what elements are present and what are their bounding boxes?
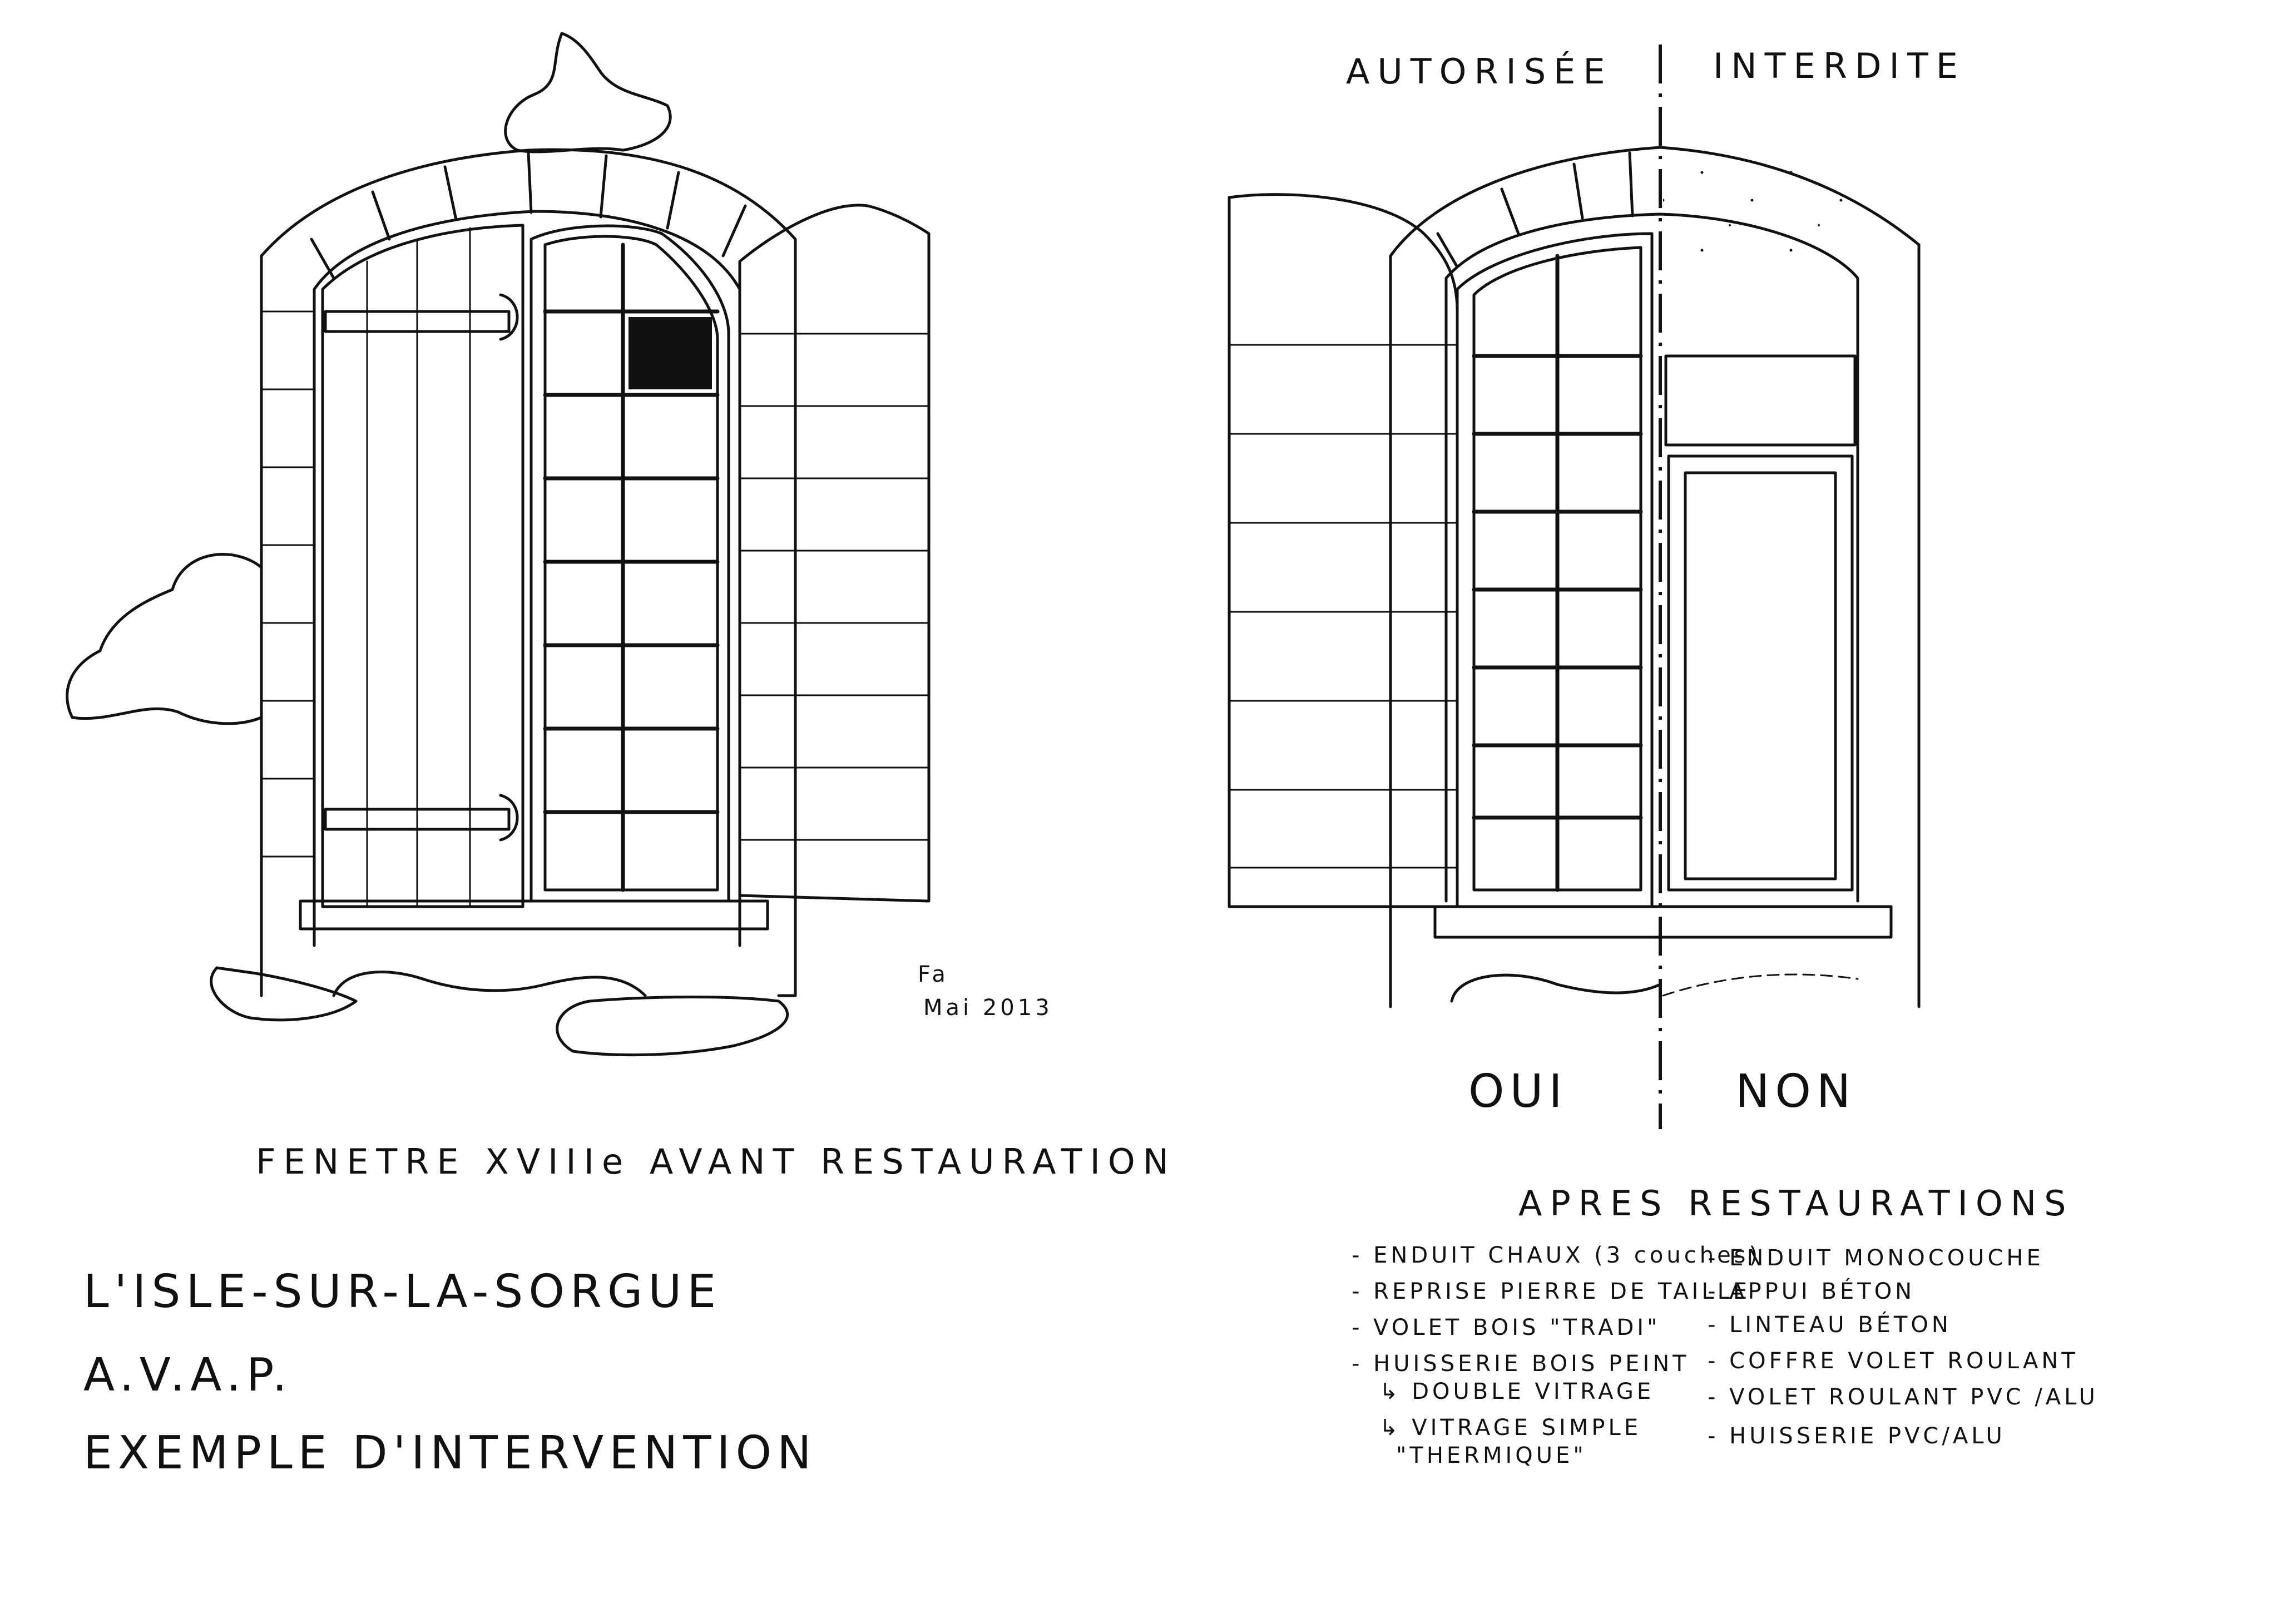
sill-apron <box>332 971 647 997</box>
allowed-item: ↳ VITRAGE SIMPLE <box>1379 1415 1641 1441</box>
allowed-list: - ENDUIT CHAUX (3 couches) - REPRISE PIE… <box>1352 1243 1761 1468</box>
pvc-frame <box>1667 454 1854 892</box>
allowed-item: - VOLET BOIS "TRADI" <box>1352 1315 1661 1340</box>
pvc-glass <box>1684 471 1837 880</box>
casement-glazing-bars <box>543 309 720 814</box>
stone-patch-top <box>504 32 672 154</box>
allowed-casement <box>1456 232 1654 908</box>
label-yes: OUI <box>1468 1065 1568 1118</box>
left-caption: FENETRE XVIIIe AVANT RESTAURATION <box>256 1141 1176 1182</box>
missing-pane <box>629 317 712 389</box>
allowed-item: "THERMIQUE" <box>1396 1443 1587 1468</box>
label-no: NON <box>1735 1065 1856 1118</box>
stone-arch-inner <box>313 210 741 947</box>
left-shutter-closed <box>321 224 524 908</box>
forbidden-item: - COFFRE VOLET ROULANT <box>1708 1348 2079 1374</box>
forbidden-item: - ENDUIT MONOCOUCHE <box>1708 1245 2044 1271</box>
signature-date: Mai 2013 <box>923 995 1053 1021</box>
right-shutter-open <box>738 204 931 903</box>
roller-box <box>1664 354 1857 447</box>
jamb-joints <box>260 310 315 858</box>
allowed-item: ↳ DOUBLE VITRAGE <box>1379 1379 1654 1404</box>
forbidden-item: - VOLET ROULANT PVC /ALU <box>1708 1384 2099 1410</box>
right-voussoirs <box>1436 151 1634 269</box>
forbidden-window <box>1664 354 1857 892</box>
allowed-glazing-bars <box>1472 354 1643 820</box>
label-allowed: AUTORISÉE <box>1346 51 1613 92</box>
right-caption: APRES RESTAURATIONS <box>1518 1183 2074 1224</box>
forbidden-item: - HUISSERIE PVC/ALU <box>1708 1423 2006 1449</box>
arch-voussoirs <box>310 151 747 280</box>
right-apron-left <box>1450 973 1662 1003</box>
signature: Fa <box>918 962 949 987</box>
allowed-item: - ENDUIT CHAUX (3 couches) <box>1352 1243 1761 1268</box>
allowed-shutter <box>1228 193 1459 908</box>
title-example: EXEMPLE D'INTERVENTION <box>83 1427 817 1480</box>
allowed-item: - HUISSERIE BOIS PEINT <box>1352 1351 1690 1377</box>
stone-patch-bottom <box>556 996 789 1057</box>
title-avap: A.V.A.P. <box>83 1349 293 1402</box>
right-apron-right <box>1662 973 1859 997</box>
left-casement <box>530 224 730 903</box>
right-window-drawing: AUTORISÉE INTERDITE <box>1228 44 1966 1129</box>
allowed-item: - REPRISE PIERRE DE TAILLE <box>1352 1279 1750 1304</box>
right-sill <box>1433 905 1893 939</box>
title-block: L'ISLE-SUR-LA-SORGUE A.V.A.P. EXEMPLE D'… <box>83 1265 817 1480</box>
right-surround <box>1389 146 1921 1008</box>
concrete-lintel-specks <box>1663 167 1858 261</box>
title-town: L'ISLE-SUR-LA-SORGUE <box>83 1265 721 1318</box>
stone-patch-corner <box>210 966 358 1022</box>
stone-patch-left <box>66 553 263 725</box>
forbidden-item: - APPUI BÉTON <box>1708 1278 1915 1304</box>
forbidden-item: - LINTEAU BÉTON <box>1708 1311 1952 1338</box>
forbidden-list: - ENDUIT MONOCOUCHE - APPUI BÉTON - LINT… <box>1708 1245 2099 1449</box>
stone-surround <box>260 148 797 997</box>
label-forbidden: INTERDITE <box>1713 46 1966 86</box>
left-window-drawing: Fa Mai 2013 <box>66 32 1053 1057</box>
